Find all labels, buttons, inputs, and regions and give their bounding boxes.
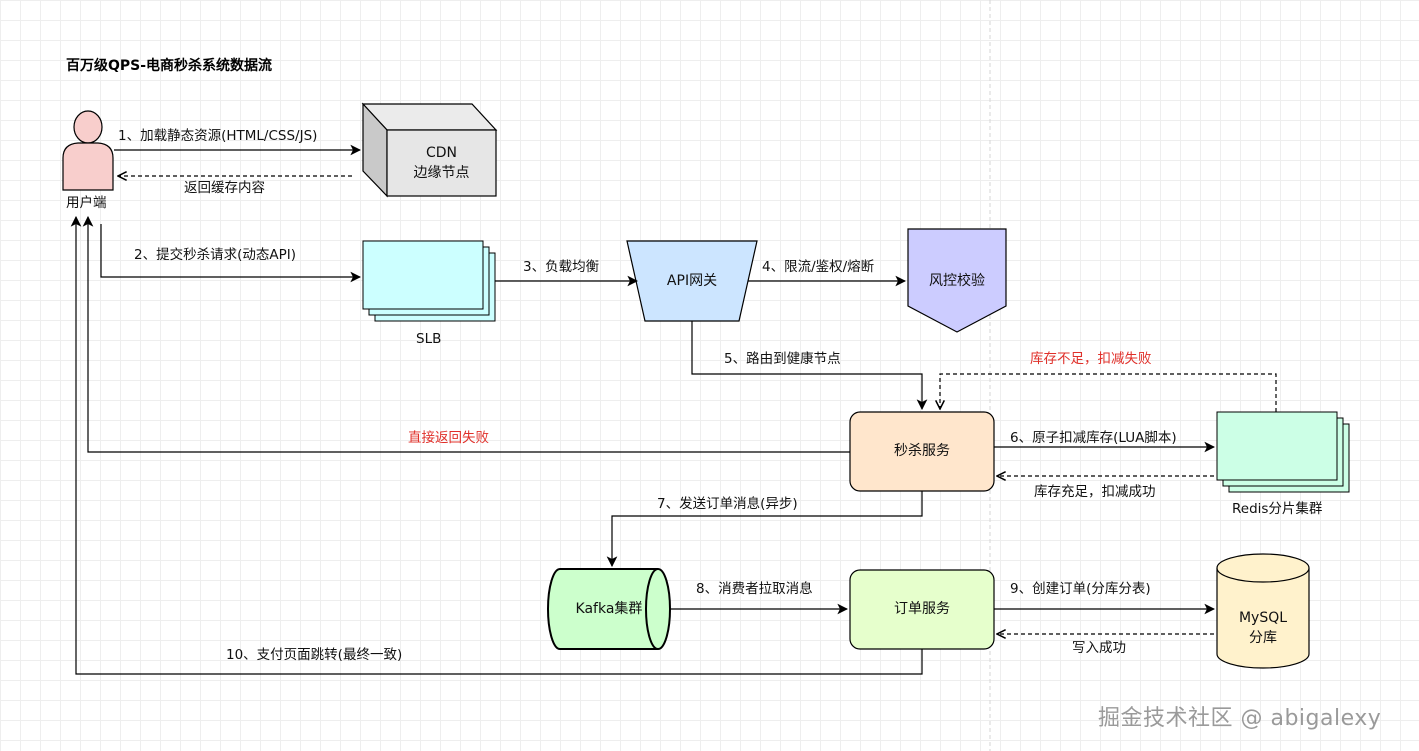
edge-stock-fail (940, 373, 1277, 412)
cdn-label-line1: CDN (425, 145, 458, 161)
kafka-cluster-label: Kafka集群 (575, 601, 643, 617)
mysql-node[interactable] (1216, 553, 1310, 669)
mysql-label-line2: 分库 (1249, 630, 1277, 646)
edge-8-label: 8、消费者拉取消息 (696, 581, 813, 597)
cdn-label-line2: 边缘节点 (413, 165, 470, 181)
slb-node[interactable] (362, 240, 496, 322)
edge-10 (70, 215, 923, 675)
edge-7 (606, 491, 923, 568)
user-label: 用户端 (66, 195, 107, 211)
order-service-label: 订单服务 (894, 601, 950, 617)
cdn-node[interactable] (361, 102, 498, 198)
edge-5-label: 5、路由到健康节点 (724, 351, 841, 367)
edge-2-label: 2、提交秒杀请求(动态API) (134, 247, 296, 263)
edge-direct-fail-label: 直接返回失败 (408, 430, 489, 446)
mysql-label: MySQL 分库 (1217, 607, 1309, 649)
watermark-text: 掘金技术社区 @ abigalexy (1098, 706, 1382, 731)
edge-7-label: 7、发送订单消息(异步) (657, 496, 798, 512)
edge-stock-fail-label: 库存不足，扣减失败 (1030, 351, 1152, 367)
api-gateway-node[interactable] (626, 240, 758, 322)
edge-6-return-label: 库存充足，扣减成功 (1034, 484, 1156, 500)
edge-1-label: 1、加载静态资源(HTML/CSS/JS) (118, 128, 318, 144)
redis-cluster-node[interactable] (1216, 411, 1350, 493)
edge-direct-fail (82, 215, 850, 453)
cdn-label: CDN 边缘节点 (387, 140, 496, 186)
seckill-service-label: 秒杀服务 (894, 443, 950, 459)
user-actor-icon[interactable] (62, 110, 114, 191)
edge-3-label: 3、负载均衡 (523, 259, 600, 275)
edge-4-label: 4、限流/鉴权/熔断 (762, 259, 875, 275)
edge-10-label: 10、支付页面跳转(最终一致) (226, 647, 403, 663)
mysql-label-line1: MySQL (1238, 610, 1288, 626)
edge-1-return-label: 返回缓存内容 (184, 180, 265, 196)
slb-label: SLB (416, 331, 442, 347)
api-gateway-label: API网关 (666, 273, 718, 289)
diagram-title: 百万级QPS-电商秒杀系统数据流 (66, 58, 273, 74)
risk-control-node[interactable] (907, 228, 1007, 333)
edge-2 (100, 224, 362, 283)
edge-9-return-label: 写入成功 (1072, 640, 1126, 656)
risk-control-label: 风控校验 (929, 273, 985, 289)
kafka-cluster-node[interactable] (547, 568, 671, 650)
edge-6-label: 6、原子扣减库存(LUA脚本) (1010, 430, 1177, 446)
edge-5 (691, 321, 928, 411)
redis-cluster-label: Redis分片集群 (1232, 501, 1323, 517)
edge-9-label: 9、创建订单(分库分表) (1010, 581, 1151, 597)
